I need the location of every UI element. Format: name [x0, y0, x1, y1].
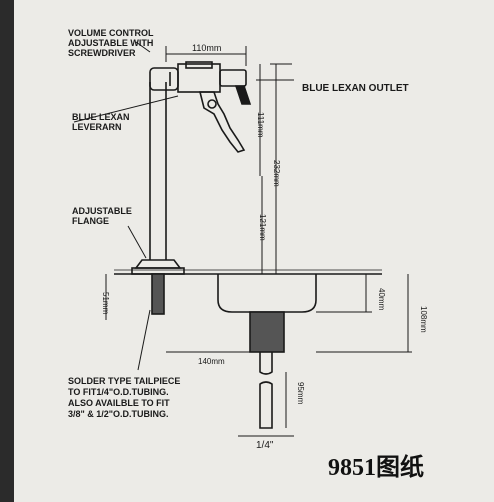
model-number: 9851图纸: [328, 453, 424, 481]
standpipe: [149, 82, 167, 260]
dim-108: 108mm: [419, 306, 428, 333]
flange-label: ADJUSTABLE: [72, 206, 132, 216]
dim-110: 110mm: [192, 43, 221, 53]
volume-control-label: SCREWDRIVER: [68, 48, 136, 58]
blue-lexan-outlet: [234, 85, 252, 105]
solder-label: SOLDER TYPE TAILPIECE: [68, 376, 180, 386]
basin: [217, 274, 317, 313]
dim-121: 121mm: [258, 214, 267, 241]
valve-body: [149, 61, 247, 93]
dim-95: 95mm: [296, 382, 305, 405]
adjustable-flange: [131, 259, 185, 275]
dim-51: 51mm: [101, 292, 110, 315]
solder-label: TO FIT1/4"O.D.TUBING.: [68, 387, 169, 397]
dim-140: 140mm: [198, 357, 225, 366]
flange-label: FLANGE: [72, 216, 109, 226]
outlet-label: BLUE LEXAN OUTLET: [302, 83, 409, 94]
solder-label: ALSO AVAILBLE TO FIT: [68, 398, 170, 408]
dim-232: 232mm: [272, 160, 281, 187]
dim-111: 111mm: [256, 112, 265, 138]
leverarm-label: LEVERARN: [72, 122, 122, 132]
volume-control-label: VOLUME CONTROL: [68, 28, 154, 38]
drain-threaded: [249, 311, 285, 429]
solder-label: 3/8" & 1/2"O.D.TUBING.: [68, 409, 169, 419]
volume-control-label: ADJUSTABLE WITH: [68, 38, 153, 48]
drawing-sheet: [14, 0, 494, 502]
solder-tailpiece: [151, 273, 165, 315]
dim-quarter: 1/4": [256, 440, 274, 451]
dim-40: 40mm: [377, 288, 386, 311]
leverarm-label: BLUE LEXAN: [72, 112, 130, 122]
blue-lexan-leverarm: [198, 91, 246, 153]
